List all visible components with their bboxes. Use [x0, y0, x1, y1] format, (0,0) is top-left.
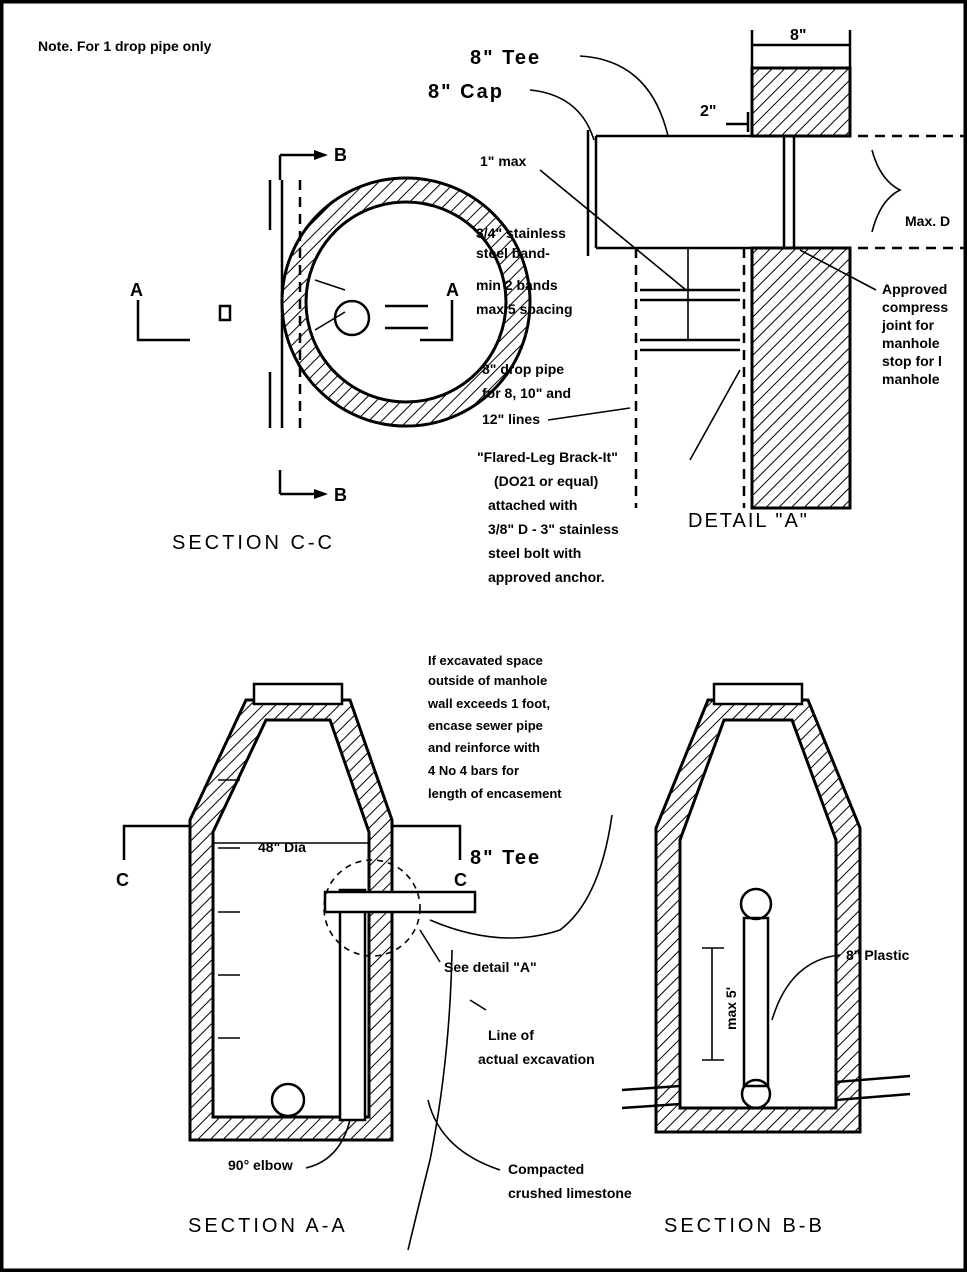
svg-text:length of encasement: length of encasement — [428, 786, 562, 801]
section-aa-title: SECTION A-A — [188, 1215, 348, 1237]
detail-a-title: DETAIL "A" — [688, 510, 809, 532]
svg-text:8" drop pipe: 8" drop pipe — [482, 361, 564, 377]
svg-text:encase sewer pipe: encase sewer pipe — [428, 718, 543, 733]
marker-b-bottom: B — [334, 485, 347, 505]
marker-a-right: A — [446, 280, 459, 300]
svg-text:12" lines: 12" lines — [482, 411, 540, 427]
svg-text:attached with: attached with — [488, 497, 577, 513]
svg-text:"Flared-Leg Brack-It": "Flared-Leg Brack-It" — [477, 449, 618, 465]
marker-c-right: C — [454, 870, 467, 890]
svg-text:and reinforce with: and reinforce with — [428, 740, 540, 755]
section-bb-title: SECTION B-B — [664, 1215, 825, 1237]
svg-text:joint for: joint for — [881, 317, 935, 333]
excavation-line-2: actual excavation — [478, 1051, 595, 1067]
svg-text:steel bolt with: steel bolt with — [488, 545, 581, 561]
detail-tee: 8" Tee — [470, 47, 541, 69]
svg-text:4 No 4 bars for: 4 No 4 bars for — [428, 763, 519, 778]
note-text: Note. For 1 drop pipe only — [38, 38, 212, 54]
detail-a: 8" 2" 8" Tee 8" Cap 1" max 3/4" stainles… — [428, 27, 967, 585]
approved-note: Approved compress joint for manhole stop… — [881, 281, 948, 387]
svg-text:3/8" D - 3" stainless: 3/8" D - 3" stainless — [488, 521, 619, 537]
svg-text:max 5 spacing: max 5 spacing — [476, 301, 573, 317]
section-cc: B B A A SECTION C-C — [130, 145, 532, 554]
dim-2: 2" — [700, 103, 716, 120]
svg-text:compress: compress — [882, 299, 948, 315]
svg-text:approved anchor.: approved anchor. — [488, 569, 605, 585]
dia-label: 48" Dia — [258, 839, 306, 855]
dim-top: 8" — [790, 27, 806, 44]
detail-cap: 8" Cap — [428, 81, 504, 103]
excavated-note: If excavated space outside of manhole wa… — [427, 653, 562, 801]
marker-b-top: B — [334, 145, 347, 165]
one-max-label: 1" max — [480, 153, 527, 169]
svg-text:wall exceeds 1 foot,: wall exceeds 1 foot, — [427, 696, 550, 711]
section-bb: max 5' 8" Plastic SECTION B-B — [621, 682, 911, 1237]
svg-text:steel band-: steel band- — [476, 245, 550, 261]
svg-text:(DO21 or equal): (DO21 or equal) — [494, 473, 598, 489]
marker-a-left: A — [130, 280, 143, 300]
svg-text:min 2 bands: min 2 bands — [476, 277, 558, 293]
plastic-label: 8" Plastic — [846, 947, 910, 963]
excavation-line-1: Line of — [488, 1027, 534, 1043]
manhole-ring — [280, 176, 532, 428]
see-detail-label: See detail "A" — [444, 959, 537, 975]
svg-text:3/4" stainless: 3/4" stainless — [476, 225, 566, 241]
svg-text:If excavated space: If excavated space — [428, 653, 543, 668]
compacted-line-2: crushed limestone — [508, 1185, 632, 1201]
drop-pipe-note: 8" drop pipe for 8, 10" and 12" lines — [482, 361, 571, 427]
compacted-line-1: Compacted — [508, 1161, 584, 1177]
elbow-label: 90° elbow — [228, 1157, 293, 1173]
marker-c-left: C — [116, 870, 129, 890]
svg-text:Approved: Approved — [882, 281, 947, 297]
section-cc-title: SECTION C-C — [172, 532, 335, 554]
svg-text:manhole: manhole — [882, 335, 940, 351]
svg-text:for 8, 10" and: for 8, 10" and — [482, 385, 571, 401]
aa-tee-label: 8" Tee — [470, 847, 541, 869]
bracket-note: "Flared-Leg Brack-It" (DO21 or equal) at… — [477, 449, 619, 585]
svg-text:stop for l: stop for l — [882, 353, 942, 369]
max5-label: max 5' — [723, 987, 739, 1030]
svg-text:outside of manhole: outside of manhole — [428, 673, 547, 688]
section-aa: 48" Dia C C 8" Tee If excavated space ou… — [116, 653, 632, 1251]
svg-text:manhole: manhole — [882, 371, 940, 387]
manhole-bb-wall — [654, 698, 862, 1134]
band-note: 3/4" stainless steel band- min 2 bands m… — [476, 225, 573, 317]
max-d-label: Max. D — [905, 213, 950, 229]
